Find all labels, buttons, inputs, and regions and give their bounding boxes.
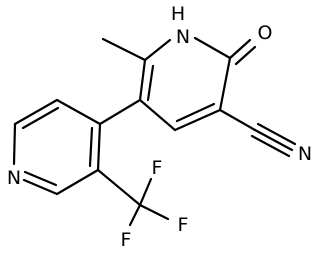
- atom-h-label: H: [171, 3, 185, 25]
- atom-nitrile-n-label: N: [298, 143, 312, 165]
- bond-c5-c4: [138, 98, 177, 132]
- bond-c2-n1: [193, 36, 232, 60]
- atom-n-label: N: [176, 26, 190, 48]
- bond-c3-cn: [218, 108, 257, 132]
- bond-c4-c3: [173, 108, 222, 132]
- bond-c4-c3-inner: [175, 102, 216, 123]
- atom-pyridine-n-label: N: [7, 167, 21, 189]
- bond-py-c6-c5: [13, 98, 59, 126]
- bond-n1-c6: [143, 38, 172, 62]
- bond-cn-triple-c: [250, 134, 291, 158]
- bond-cn-triple-a: [253, 128, 294, 152]
- bond-py-c4-c3-inner: [88, 126, 94, 168]
- bond-py-c2-n-inner: [23, 170, 58, 187]
- atom-f-right-label: F: [178, 214, 189, 236]
- bond-cf-top: [138, 177, 153, 207]
- bond-py-c6-c5-inner: [21, 106, 60, 130]
- bond-c6-c5-inner: [146, 64, 155, 102]
- bond-c6-c5: [138, 58, 147, 102]
- bond-py-c2-n: [22, 178, 59, 196]
- bond-biaryl: [98, 98, 142, 126]
- bond-c3-c2: [218, 56, 232, 112]
- bond-cn-triple-b: [256, 122, 297, 146]
- bond-py-c4-c3: [96, 122, 102, 172]
- bond-py-c3-c2: [55, 168, 100, 196]
- bond-c6-methyl: [101, 37, 147, 62]
- atom-o-label: O: [258, 22, 273, 44]
- bond-cf-right: [138, 203, 170, 221]
- bond-cf3: [96, 168, 142, 207]
- bond-py-c5-c4: [55, 98, 102, 126]
- bond-c2-o-inner: [234, 45, 257, 66]
- bond-c2-o: [228, 38, 252, 60]
- bond-py-n-c6: [12, 122, 17, 166]
- bond-cf-left: [128, 203, 142, 227]
- atom-f-top-label: F: [152, 157, 163, 179]
- atom-f-left-label: F: [121, 229, 132, 251]
